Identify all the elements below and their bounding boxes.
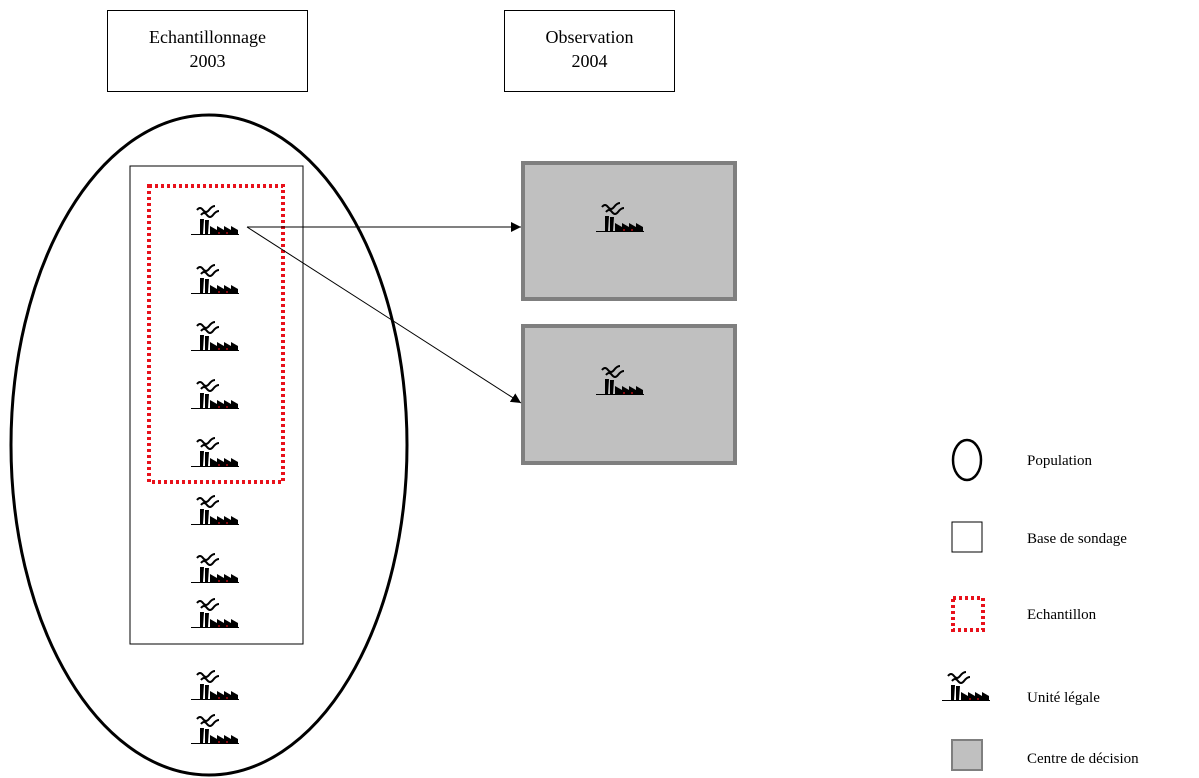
- legend-frame-label: Base de sondage: [1027, 531, 1127, 547]
- legal-unit-factory-icon: [190, 437, 240, 468]
- legend-sample-symbol: [951, 596, 985, 632]
- legal-unit-factory-icon: [190, 321, 240, 352]
- observation-header-box: Observation 2004: [504, 10, 675, 92]
- sampling-header-year: 2003: [189, 51, 226, 71]
- legal-unit-factory-icon: [190, 379, 240, 410]
- sampling-frame-box: [129, 165, 304, 645]
- legal-unit-factory-icon: [190, 553, 240, 584]
- legal-unit-factory-icon: [190, 670, 240, 701]
- legal-unit-factory-icon: [190, 205, 240, 236]
- observation-header-title: Observation: [545, 27, 634, 47]
- legend-decision-center-symbol: [951, 739, 983, 771]
- legal-unit-factory-icon: [190, 714, 240, 745]
- legend-population-label: Population: [1027, 453, 1093, 469]
- sampling-header-title: Echantillonnage: [149, 27, 266, 47]
- sample-box: [147, 184, 285, 484]
- population-ellipse: [9, 113, 409, 777]
- legend-decision-center-label: Centre de décision: [1027, 751, 1139, 767]
- legend-frame-symbol: [951, 521, 983, 553]
- legal-unit-factory-icon: [190, 598, 240, 629]
- legal-unit-factory-icon: [190, 495, 240, 526]
- link-arrow: [246, 226, 522, 404]
- observation-header-year: 2004: [571, 51, 608, 71]
- sampling-header-box: Echantillonnage 2003: [107, 10, 308, 92]
- legend-population-symbol: [951, 438, 983, 482]
- legal-unit-factory-icon: [190, 264, 240, 295]
- legend-sample-label: Echantillon: [1027, 607, 1097, 623]
- legend-factory-icon: [941, 671, 991, 702]
- legend-legal-unit-label: Unité légale: [1027, 690, 1100, 706]
